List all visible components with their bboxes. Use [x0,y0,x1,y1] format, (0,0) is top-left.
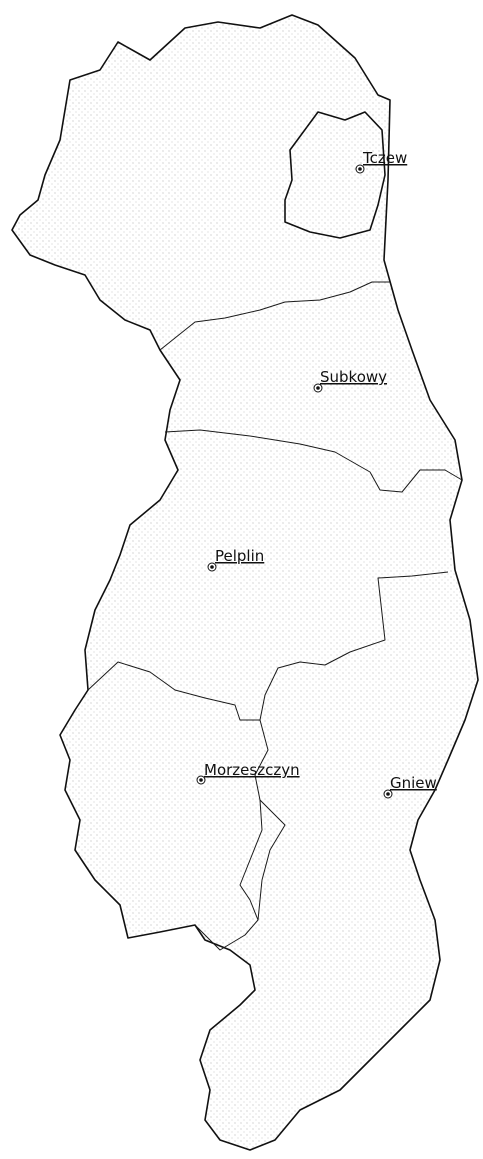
county-outline [11,14,479,1151]
town-morzeszczyn: Morzeszczyn [196,761,300,785]
town-label-tczew: Tczew [362,149,407,167]
town-subkowy: Subkowy [313,368,387,393]
town-label-pelplin: Pelplin [215,547,264,565]
boundary-subkowy-pelplin [164,429,463,493]
boundary-pelplin-morzeszczyn [87,661,260,721]
town-tczew: Tczew [355,149,407,174]
town-label-subkowy: Subkowy [320,368,387,386]
town-label-morzeszczyn: Morzeszczyn [204,761,300,779]
tczew-area [284,111,386,239]
town-gniew: Gniew [383,774,437,799]
boundary-pelplin-gniew [194,571,449,951]
boundary-morzeszczyn-gniew [257,799,286,921]
town-pelplin: Pelplin [207,547,264,572]
town-label-gniew: Gniew [390,774,437,792]
boundary-north-subkowy [159,281,390,351]
